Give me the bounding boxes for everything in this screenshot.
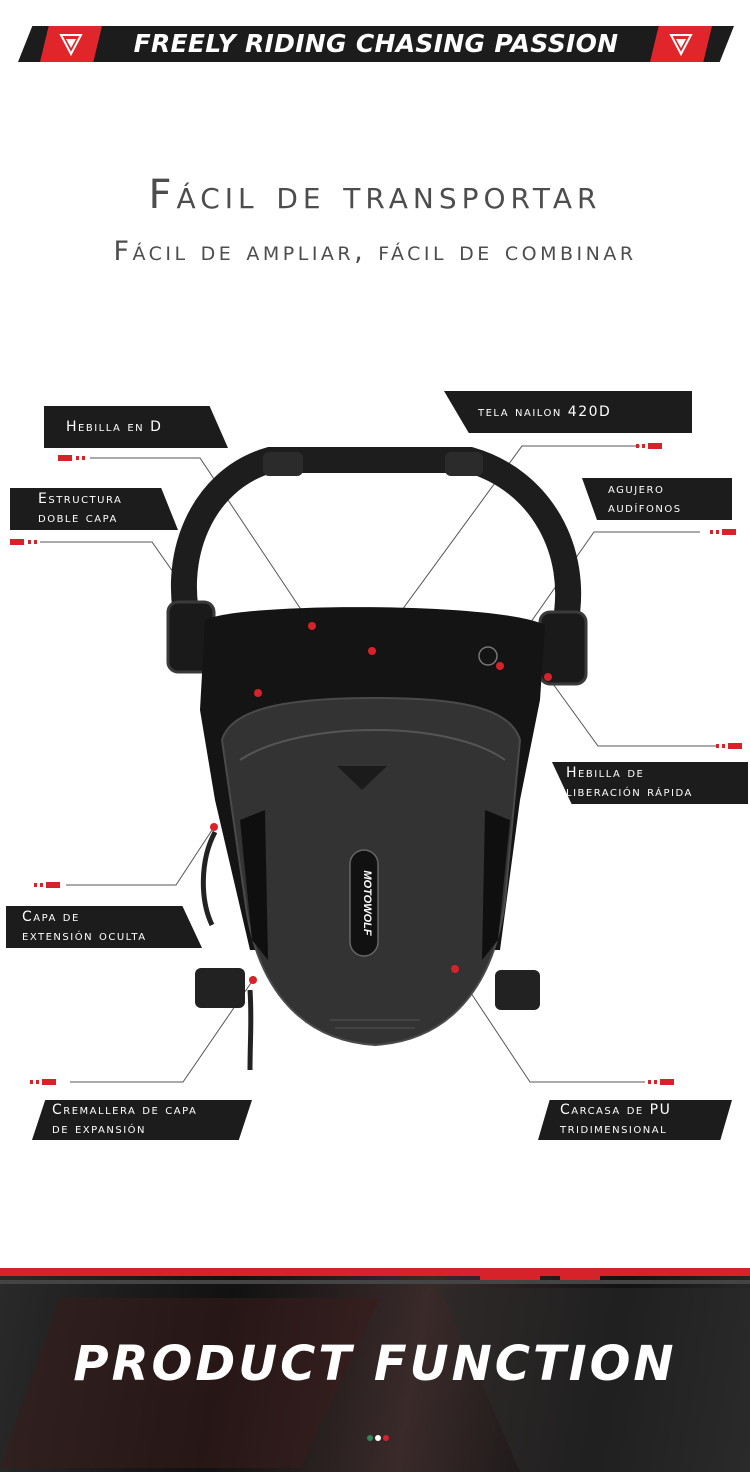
zipper-pulls [200,830,254,1071]
callout-double-layer: Estructura doble capa [10,488,178,530]
page-subtitle: Fácil de ampliar, fácil de combinar [113,236,637,267]
footer-decor [0,1274,750,1472]
footer-title: PRODUCT FUNCTION [73,1336,677,1392]
callout-quick-release-buckle: Hebilla de liberación rápida [552,762,748,804]
banner-right-emblem [650,26,712,62]
callout-d-buckle: Hebilla en D [44,406,228,448]
footer-red-stripe [0,1268,750,1276]
brand-logo: MOTOWOLF [361,870,373,935]
banner-left-emblem [40,26,102,62]
callout-nylon-fabric: tela nailon 420D [444,391,692,433]
callout-dots [210,622,552,984]
earphone-hole [478,646,498,666]
callout-pu-shell: Carcasa de PU tridimensional [538,1100,732,1140]
callout-hidden-expansion: Capa de extensión oculta [6,906,202,948]
shell-ridges [330,1019,420,1029]
leg-strap-left [195,968,245,1008]
shell-triangle [337,766,387,790]
brand-plate [349,849,379,957]
top-banner [18,26,734,62]
bag-strap [170,447,582,643]
product-diagram: MOTOWOLF [10,443,742,1085]
arrow-markers [10,443,742,1085]
wolf-logo-icon [59,34,83,57]
banner-title: FREELY RIDING CHASING PASSION [133,29,619,58]
leg-strap-right [495,970,540,1010]
callout-expansion-zipper: Cremallera de capa de expansión [32,1100,252,1140]
wolf-logo-icon [669,34,693,57]
page-title: Fácil de transportar [148,172,602,218]
footer-banner-background [0,1268,750,1472]
callout-earphone-hole: agujero audífonos [582,478,732,520]
